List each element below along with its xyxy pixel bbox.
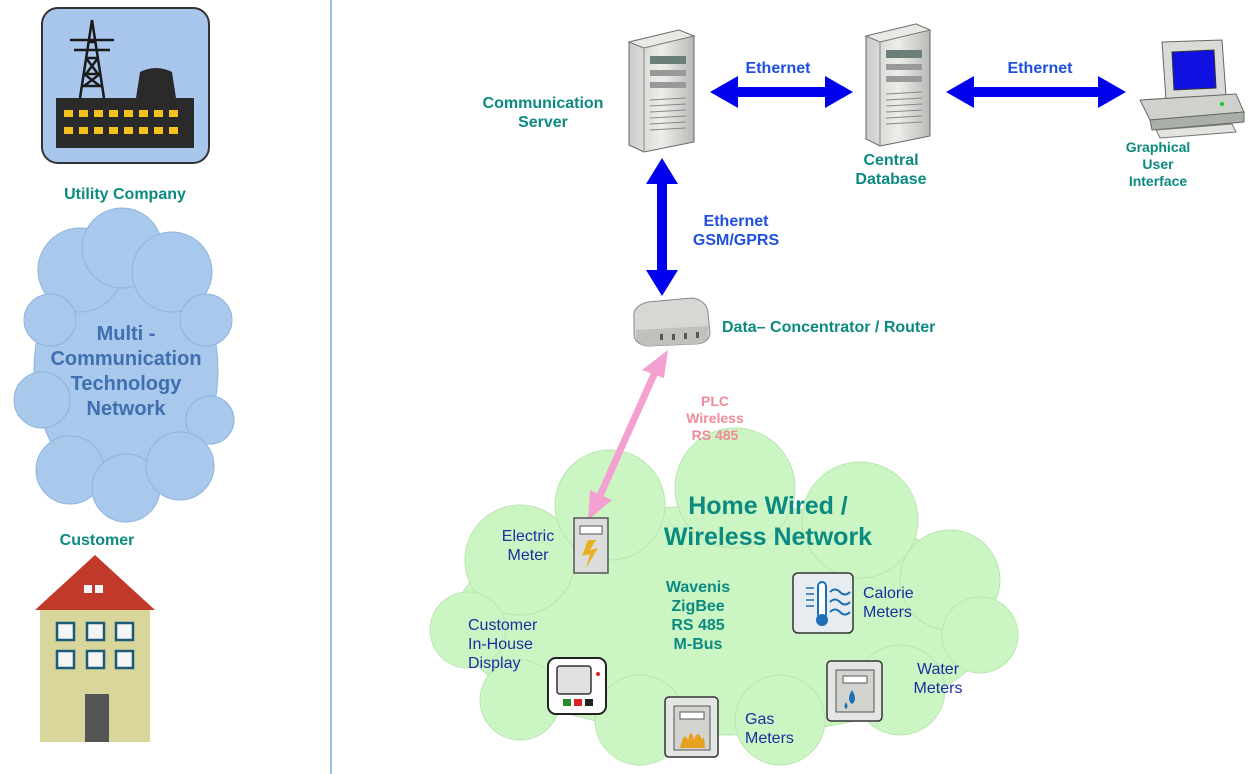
power-plant-icon — [41, 7, 210, 164]
electric-meter-icon — [573, 517, 609, 574]
protocol-zigbee: ZigBee — [671, 598, 725, 615]
electric-line-1: Electric — [501, 528, 555, 545]
water-meter-icon — [826, 660, 883, 722]
cloud-line-3: Technology — [70, 373, 182, 395]
electric-line-2: Meter — [507, 547, 549, 564]
cloud-line-2: Communication — [50, 348, 202, 370]
central-db-line-2: Database — [855, 171, 927, 188]
cloud-line-1: Multi - — [96, 323, 156, 345]
network-cloud-shape — [13, 207, 235, 523]
display-line-1: Customer — [468, 617, 538, 634]
gui-label: Graphical User Interface — [1108, 139, 1208, 190]
communication-server-icon — [627, 29, 696, 153]
house-icon — [35, 555, 155, 742]
central-db-line-1: Central — [863, 152, 919, 169]
gas-meters-label: Gas Meters — [745, 710, 811, 748]
network-cloud-label: Multi - Communication Technology Network — [26, 322, 226, 422]
calorie-line-2: Meters — [863, 604, 912, 621]
display-line-3: Display — [468, 655, 521, 672]
protocol-list: Wavenis ZigBee RS 485 M-Bus — [650, 578, 746, 654]
gas-line-2: Meters — [745, 730, 794, 747]
plc-wireless-label: PLC Wireless RS 485 — [680, 393, 750, 444]
plc-wireless-arrow — [588, 350, 668, 520]
comm-server-line-1: Communication — [482, 95, 604, 112]
ethernet-arrow-db-gui — [946, 76, 1126, 108]
gas-meter-icon — [664, 696, 719, 758]
comm-server-line-2: Server — [518, 114, 568, 131]
customer-label: Customer — [59, 532, 135, 549]
ethernet-gsm-line-2: GSM/GPRS — [692, 232, 780, 249]
computer-workstation-icon — [1139, 39, 1245, 139]
display-line-2: In-House — [468, 636, 533, 653]
calorie-line-1: Calorie — [863, 585, 914, 602]
gui-line-3: Interface — [1128, 173, 1188, 189]
central-database-icon — [864, 23, 932, 147]
water-meters-label: Water Meters — [900, 660, 976, 698]
ethernet-gsm-arrow-vertical — [646, 158, 678, 296]
plc-line-1: PLC — [701, 393, 729, 409]
protocol-rs485: RS 485 — [671, 617, 725, 634]
router-icon — [633, 297, 711, 347]
gui-line-1: Graphical — [1125, 139, 1191, 155]
home-network-title: Home Wired / Wireless Network — [628, 491, 908, 553]
electric-meter-label: Electric Meter — [490, 527, 566, 565]
ethernet-gsm-line-1: Ethernet — [703, 213, 769, 230]
ethernet-label-1: Ethernet — [745, 60, 811, 77]
protocol-wavenis: Wavenis — [665, 579, 731, 596]
in-house-display-icon — [547, 657, 607, 715]
water-line-1: Water — [916, 661, 960, 678]
concentrator-label: Data– Concentrator / Router — [722, 319, 936, 336]
central-database-label: Central Database — [838, 151, 944, 189]
home-title-line-1: Home Wired / — [688, 492, 848, 520]
ethernet-label-2: Ethernet — [1007, 60, 1073, 77]
utility-company-label: Utility Company — [64, 186, 186, 203]
cloud-line-4: Network — [86, 398, 166, 420]
protocol-mbus: M-Bus — [673, 636, 723, 653]
water-line-2: Meters — [913, 680, 963, 697]
plc-line-3: RS 485 — [691, 427, 739, 443]
calorie-meters-label: Calorie Meters — [863, 584, 933, 622]
ethernet-gsm-label: Ethernet GSM/GPRS — [686, 212, 786, 250]
gas-line-1: Gas — [745, 711, 775, 728]
ethernet-arrow-server-db — [710, 76, 853, 108]
communication-server-label: Communication Server — [460, 94, 626, 132]
calorie-meter-icon — [792, 572, 854, 634]
in-house-display-label: Customer In-House Display — [468, 616, 538, 673]
gui-line-2: User — [1142, 156, 1174, 172]
home-title-line-2: Wireless Network — [663, 523, 873, 551]
plc-line-2: Wireless — [686, 410, 744, 426]
